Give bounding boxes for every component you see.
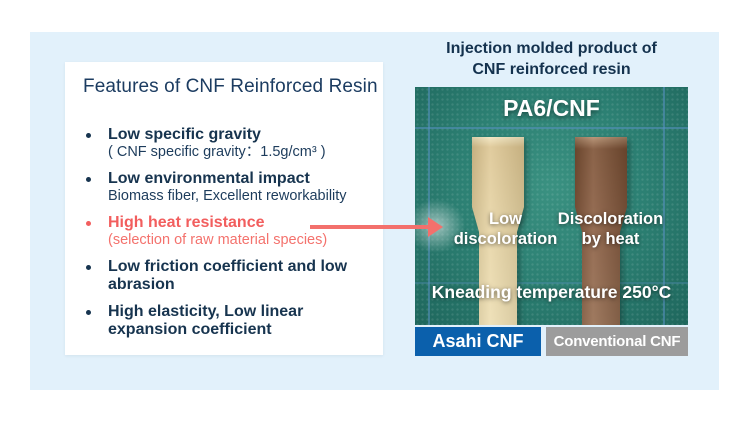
feature-item-high-heat-resistance: High heat resistance (selection of raw m… — [65, 214, 377, 249]
caption-discoloration-by-heat: Discoloration by heat — [538, 209, 683, 249]
caption-line: discoloration — [453, 230, 558, 248]
feature-item-low-friction: Low friction coefficient and low abrasio… — [65, 258, 377, 294]
feature-item-low-specific-gravity: Low specific gravity ( CNF specific grav… — [65, 126, 377, 161]
specimen-asahi-cnf — [472, 137, 524, 325]
feature-title: Low environmental impact — [108, 170, 310, 187]
card-title: Features of CNF Reinforced Resin — [83, 76, 378, 97]
specimen-shape-cream — [472, 137, 524, 325]
caption-low-discoloration: Low discoloration — [433, 209, 578, 249]
photo-heading: Injection molded product of CNF reinforc… — [415, 39, 688, 80]
feature-subtext: Biomass fiber, Excellent reworkability — [108, 188, 347, 204]
feature-title-highlighted: High heat resistance — [108, 214, 265, 231]
caption-line: Low — [489, 210, 522, 228]
feature-title: High elasticity, Low linear expansion co… — [108, 303, 304, 338]
mat-grid-line — [663, 87, 665, 325]
mat-grid-line — [415, 127, 688, 129]
photo-heading-line1: Injection molded product of — [446, 40, 657, 57]
legend-asahi-cnf: Asahi CNF — [415, 327, 541, 356]
connector-arrow-head-icon — [428, 217, 443, 237]
bullet-dot — [86, 221, 91, 226]
connector-arrow-line — [310, 225, 429, 229]
mat-grid-line — [415, 282, 688, 284]
features-list: Low specific gravity ( CNF specific grav… — [65, 126, 377, 348]
product-label: PA6/CNF — [503, 95, 600, 121]
photo-heading-line2: CNF reinforced resin — [472, 60, 631, 78]
bullet-dot — [86, 177, 91, 182]
specimen-conventional-cnf — [575, 137, 627, 325]
bullet-dot — [86, 265, 91, 270]
product-photo: PA6/CNF Low discoloration Discoloration … — [415, 87, 688, 325]
caption-kneading-temperature: Kneading temperature 250°C — [431, 282, 672, 302]
feature-subtext: ( CNF specific gravity：1.5g/cm³ ) — [108, 144, 326, 160]
bullet-dot — [86, 310, 91, 315]
caption-line: by heat — [581, 230, 640, 248]
feature-subtext-highlighted: (selection of raw material species) — [108, 232, 328, 248]
features-card: Features of CNF Reinforced Resin Low spe… — [65, 62, 383, 355]
legend-conventional-cnf: Conventional CNF — [546, 327, 688, 356]
caption-line: Discoloration — [557, 210, 664, 228]
feature-title: Low friction coefficient and low abrasio… — [108, 258, 348, 293]
feature-item-low-environmental-impact: Low environmental impact Biomass fiber, … — [65, 170, 377, 205]
feature-title: Low specific gravity — [108, 126, 261, 143]
feature-item-high-elasticity: High elasticity, Low linear expansion co… — [65, 303, 377, 339]
specimen-shape-brown — [575, 137, 627, 325]
bullet-dot — [86, 133, 91, 138]
